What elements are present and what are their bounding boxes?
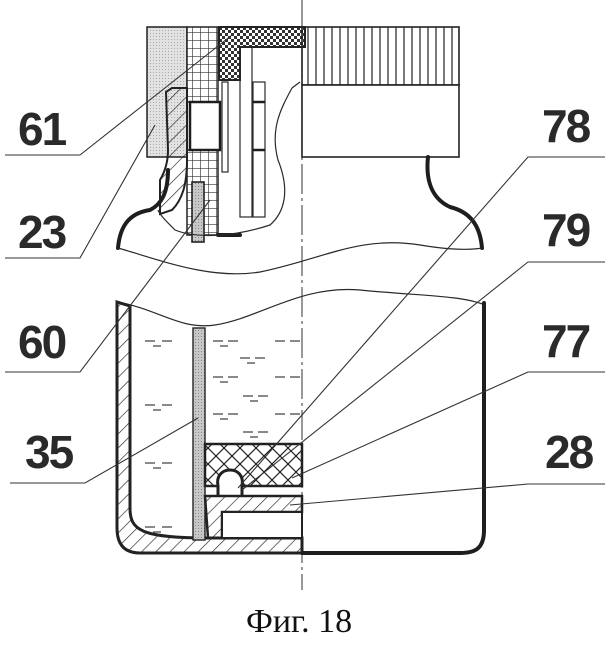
bottle-right-wall	[300, 301, 486, 555]
label-79: 79	[542, 204, 590, 256]
wick-strip	[192, 327, 206, 541]
bottle-neck-left	[116, 168, 170, 250]
wick-upper	[191, 181, 205, 243]
liquid-marks	[145, 340, 300, 533]
break-line-upper	[117, 242, 483, 275]
label-78: 78	[542, 100, 591, 152]
label-23: 23	[18, 206, 66, 258]
label-77: 77	[542, 315, 590, 367]
insert-block	[188, 100, 222, 152]
label-60: 60	[18, 316, 66, 368]
grid-column	[186, 26, 219, 103]
cap-skirt	[301, 84, 460, 158]
break-line-lower	[117, 288, 486, 327]
cap-assembly	[146, 26, 460, 243]
bottle-body	[115, 299, 486, 555]
connector-bump	[216, 468, 244, 496]
label-35: 35	[25, 426, 74, 478]
knurled-cap	[301, 26, 460, 86]
leader-lines	[5, 34, 605, 506]
bottle-neck-right	[425, 155, 484, 250]
label-28: 28	[545, 426, 594, 478]
figure-caption: Фиг. 18	[246, 603, 352, 640]
label-61: 61	[18, 103, 67, 155]
